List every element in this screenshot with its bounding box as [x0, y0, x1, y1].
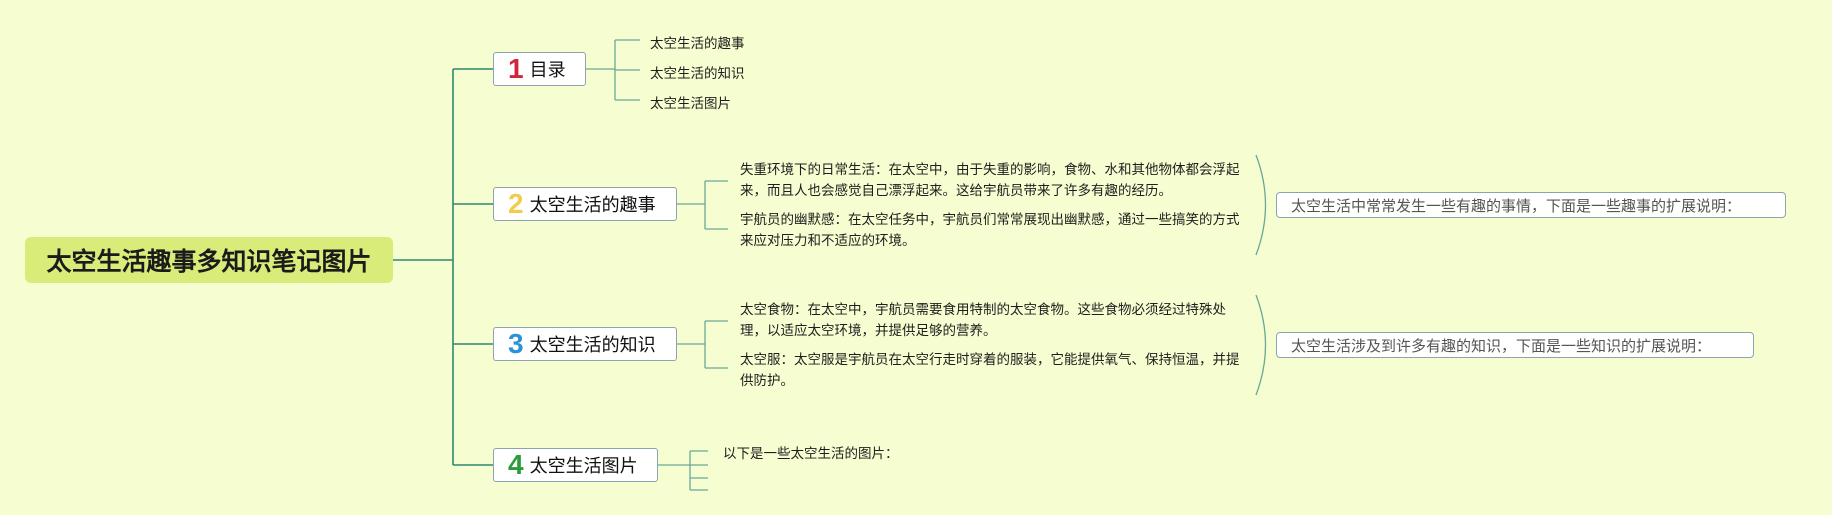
topic-1-child-1[interactable]: 太空生活的趣事	[650, 36, 745, 52]
topic-4-label: 太空生活图片	[529, 456, 638, 477]
topic-1-label: 目录	[529, 60, 566, 81]
root-topic[interactable]: 太空生活趣事多知识笔记图片	[25, 237, 393, 283]
topic-1-child-2[interactable]: 太空生活的知识	[650, 66, 745, 82]
topic-4-child-1[interactable]: 以下是一些太空生活的图片：	[723, 446, 899, 462]
topic-3-children-lines	[677, 320, 728, 369]
topic-4-children-lines	[658, 450, 708, 491]
topic-number-1: 1	[508, 53, 524, 84]
topic-2-note-text: 太空生活中常常发生一些有趣的事情，下面是一些趣事的扩展说明：	[1291, 196, 1742, 215]
topic-2-note[interactable]: 太空生活中常常发生一些有趣的事情，下面是一些趣事的扩展说明：	[1276, 192, 1786, 218]
topic-3-child-2[interactable]: 太空服：太空服是宇航员在太空行走时穿着的服装，它能提供氧气、保持恒温，并提供防护…	[740, 352, 1240, 389]
topic-1-children-lines	[586, 39, 640, 101]
topic-2-children-lines	[677, 180, 728, 230]
topic-2-label: 太空生活的趣事	[529, 195, 656, 216]
topic-1[interactable]: 1 目录	[493, 52, 586, 86]
topic-3-label: 太空生活的知识	[529, 335, 656, 356]
topic-number-2: 2	[508, 188, 524, 219]
topic-2-child-1[interactable]: 失重环境下的日常生活：在太空中，由于失重的影响，食物、水和其他物体都会浮起来，而…	[740, 162, 1240, 199]
brace-topic-3	[1255, 294, 1267, 396]
topic-2[interactable]: 2 太空生活的趣事	[493, 187, 677, 221]
root-title: 太空生活趣事多知识笔记图片	[46, 247, 372, 276]
topic-number-3: 3	[508, 328, 524, 359]
topic-number-4: 4	[508, 449, 524, 480]
topic-3[interactable]: 3 太空生活的知识	[493, 327, 677, 361]
topic-1-child-3[interactable]: 太空生活图片	[650, 96, 731, 112]
topic-3-child-1[interactable]: 太空食物：在太空中，宇航员需要食用特制的太空食物。这些食物必须经过特殊处理，以适…	[740, 302, 1226, 339]
topic-4[interactable]: 4 太空生活图片	[493, 448, 658, 482]
brace-topic-2	[1255, 154, 1267, 256]
topic-2-child-2[interactable]: 宇航员的幽默感：在太空任务中，宇航员们常常展现出幽默感，通过一些搞笑的方式来应对…	[740, 212, 1240, 249]
topic-3-note[interactable]: 太空生活涉及到许多有趣的知识，下面是一些知识的扩展说明：	[1276, 332, 1754, 358]
topic-3-note-text: 太空生活涉及到许多有趣的知识，下面是一些知识的扩展说明：	[1291, 336, 1712, 355]
